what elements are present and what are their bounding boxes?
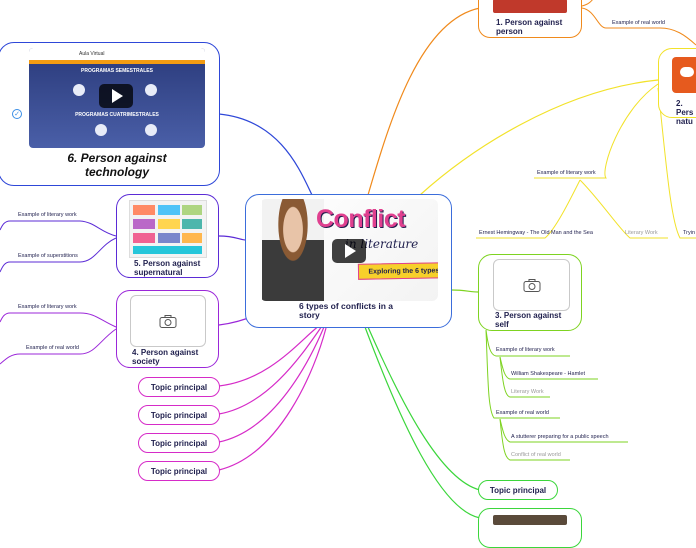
leaf-supernatural-lit[interactable]: Example of literary work <box>18 212 77 218</box>
link-self-litwork <box>499 356 550 398</box>
link-supernatural <box>218 235 247 241</box>
bottom-node-image <box>493 515 567 525</box>
link-nature-lit <box>534 83 659 179</box>
link-society-lit <box>0 312 117 328</box>
leaf-supernatural-super[interactable]: Example of superstitions <box>18 253 78 259</box>
thumb-header: Aula Virtual <box>29 48 205 60</box>
link-technology <box>218 113 313 196</box>
link-nature <box>419 79 659 196</box>
play-icon <box>345 244 356 258</box>
thumb-circle-4 <box>145 124 157 136</box>
topic-left-4[interactable]: Topic principal <box>138 461 220 481</box>
node-supernatural[interactable]: 5. Person against supernatural <box>116 194 219 278</box>
link-self-conflict <box>499 418 570 461</box>
self-title: 3. Person against self <box>495 311 562 329</box>
link-topic-left-2 <box>218 325 323 415</box>
connector-lines <box>0 0 696 519</box>
self-image-placeholder <box>493 259 570 311</box>
leaf-nature-tryin[interactable]: Tryin <box>683 230 696 236</box>
leaf-nature-litwork[interactable]: Literary Work <box>625 230 658 236</box>
node-bottom-partial[interactable] <box>478 508 582 548</box>
link-society-real <box>0 328 117 365</box>
leaf-nature-hemingway[interactable]: Ernest Hemingway - The Old Man and the S… <box>479 230 593 236</box>
nature-image <box>672 57 696 93</box>
img-block <box>158 233 180 243</box>
leaf-person-real[interactable]: Example of real world <box>612 20 665 26</box>
img-block <box>158 205 180 215</box>
society-title: 4. Person against society <box>132 348 199 366</box>
leaf-nature-lit[interactable]: Example of literary work <box>537 170 596 176</box>
link-supernatural-super <box>0 237 117 273</box>
person-title: 1. Person against person <box>496 18 563 36</box>
topic-left-2[interactable]: Topic principal <box>138 405 220 425</box>
link-person <box>367 7 481 196</box>
leaf-society-lit[interactable]: Example of literary work <box>18 304 77 310</box>
thumb-circle-3 <box>95 124 107 136</box>
technology-play-button[interactable] <box>99 84 133 108</box>
leaf-self-conflict[interactable]: Conflict of real world <box>511 452 561 458</box>
leaf-self-real[interactable]: Example of real world <box>496 410 549 416</box>
link-right-topic <box>367 326 481 491</box>
society-image-placeholder <box>130 295 206 347</box>
node-self[interactable]: 3. Person against self <box>478 254 582 331</box>
thumb-section2: PROGRAMAS CUATRIMESTRALES <box>75 112 159 118</box>
leaf-society-real[interactable]: Example of real world <box>26 345 79 351</box>
img-block <box>133 219 155 229</box>
link-supernatural-lit <box>0 220 117 237</box>
leaf-self-litwork[interactable]: Literary Work <box>511 389 544 395</box>
play-icon <box>112 89 123 103</box>
topic-left-1[interactable]: Topic principal <box>138 377 220 397</box>
conflict-word: Conflict <box>316 205 406 233</box>
node-technology[interactable]: Aula Virtual PROGRAMAS SEMESTRALES PROGR… <box>0 42 220 186</box>
leaf-self-stutterer[interactable]: A stutterer preparing for a public speec… <box>511 434 609 440</box>
link-topic-left-4 <box>218 327 327 471</box>
node-society[interactable]: 4. Person against society <box>116 290 219 368</box>
cloud-icon <box>680 67 694 77</box>
check-circle-icon[interactable]: ✓ <box>12 109 22 119</box>
central-topic[interactable]: Conflict in literature Exploring the 6 t… <box>245 194 452 328</box>
camera-icon <box>523 278 540 292</box>
link-nature-litwork <box>579 179 668 239</box>
technology-title: 6. Person against technology <box>67 151 167 179</box>
link-self-real <box>485 329 560 419</box>
supernatural-image <box>129 200 207 258</box>
img-block <box>133 205 155 215</box>
topic-right-1[interactable]: Topic principal <box>478 480 558 500</box>
thumb-circle-2 <box>145 84 157 96</box>
leaf-self-lit[interactable]: Example of literary work <box>496 347 555 353</box>
supernatural-title: 5. Person against supernatural <box>134 259 201 277</box>
thumb-section1: PROGRAMAS SEMESTRALES <box>81 68 153 74</box>
link-topic-left-1 <box>218 324 321 387</box>
link-bottom-node <box>364 326 481 519</box>
img-block <box>182 205 202 215</box>
leaf-self-shakespeare[interactable]: William Shakespeare - Hamlet <box>511 371 585 377</box>
img-block <box>133 233 155 243</box>
img-block <box>133 246 202 254</box>
link-topic-left-3 <box>218 326 325 443</box>
link-nature-hemingway <box>476 179 581 239</box>
central-title: 6 types of conflicts in a story <box>299 301 393 320</box>
node-person[interactable]: 1. Person against person <box>478 0 582 38</box>
topic-left-3[interactable]: Topic principal <box>138 433 220 453</box>
camera-icon <box>159 314 177 328</box>
thumb-circle-1 <box>73 84 85 96</box>
nature-title: 2. Pers natu <box>676 99 694 126</box>
person-photo <box>262 199 324 301</box>
link-person-real <box>581 7 696 46</box>
person-image <box>493 0 567 13</box>
link-self-stutterer <box>499 418 628 443</box>
img-block <box>182 233 202 243</box>
central-play-button[interactable] <box>332 239 366 263</box>
link-self <box>451 289 479 293</box>
node-nature[interactable]: 2. Pers natu <box>658 48 696 126</box>
img-block <box>182 219 202 229</box>
link-person-up <box>581 0 593 7</box>
thumb-orange-bar <box>29 60 205 64</box>
banner: Exploring the 6 types! <box>357 262 438 280</box>
img-block <box>158 219 180 229</box>
